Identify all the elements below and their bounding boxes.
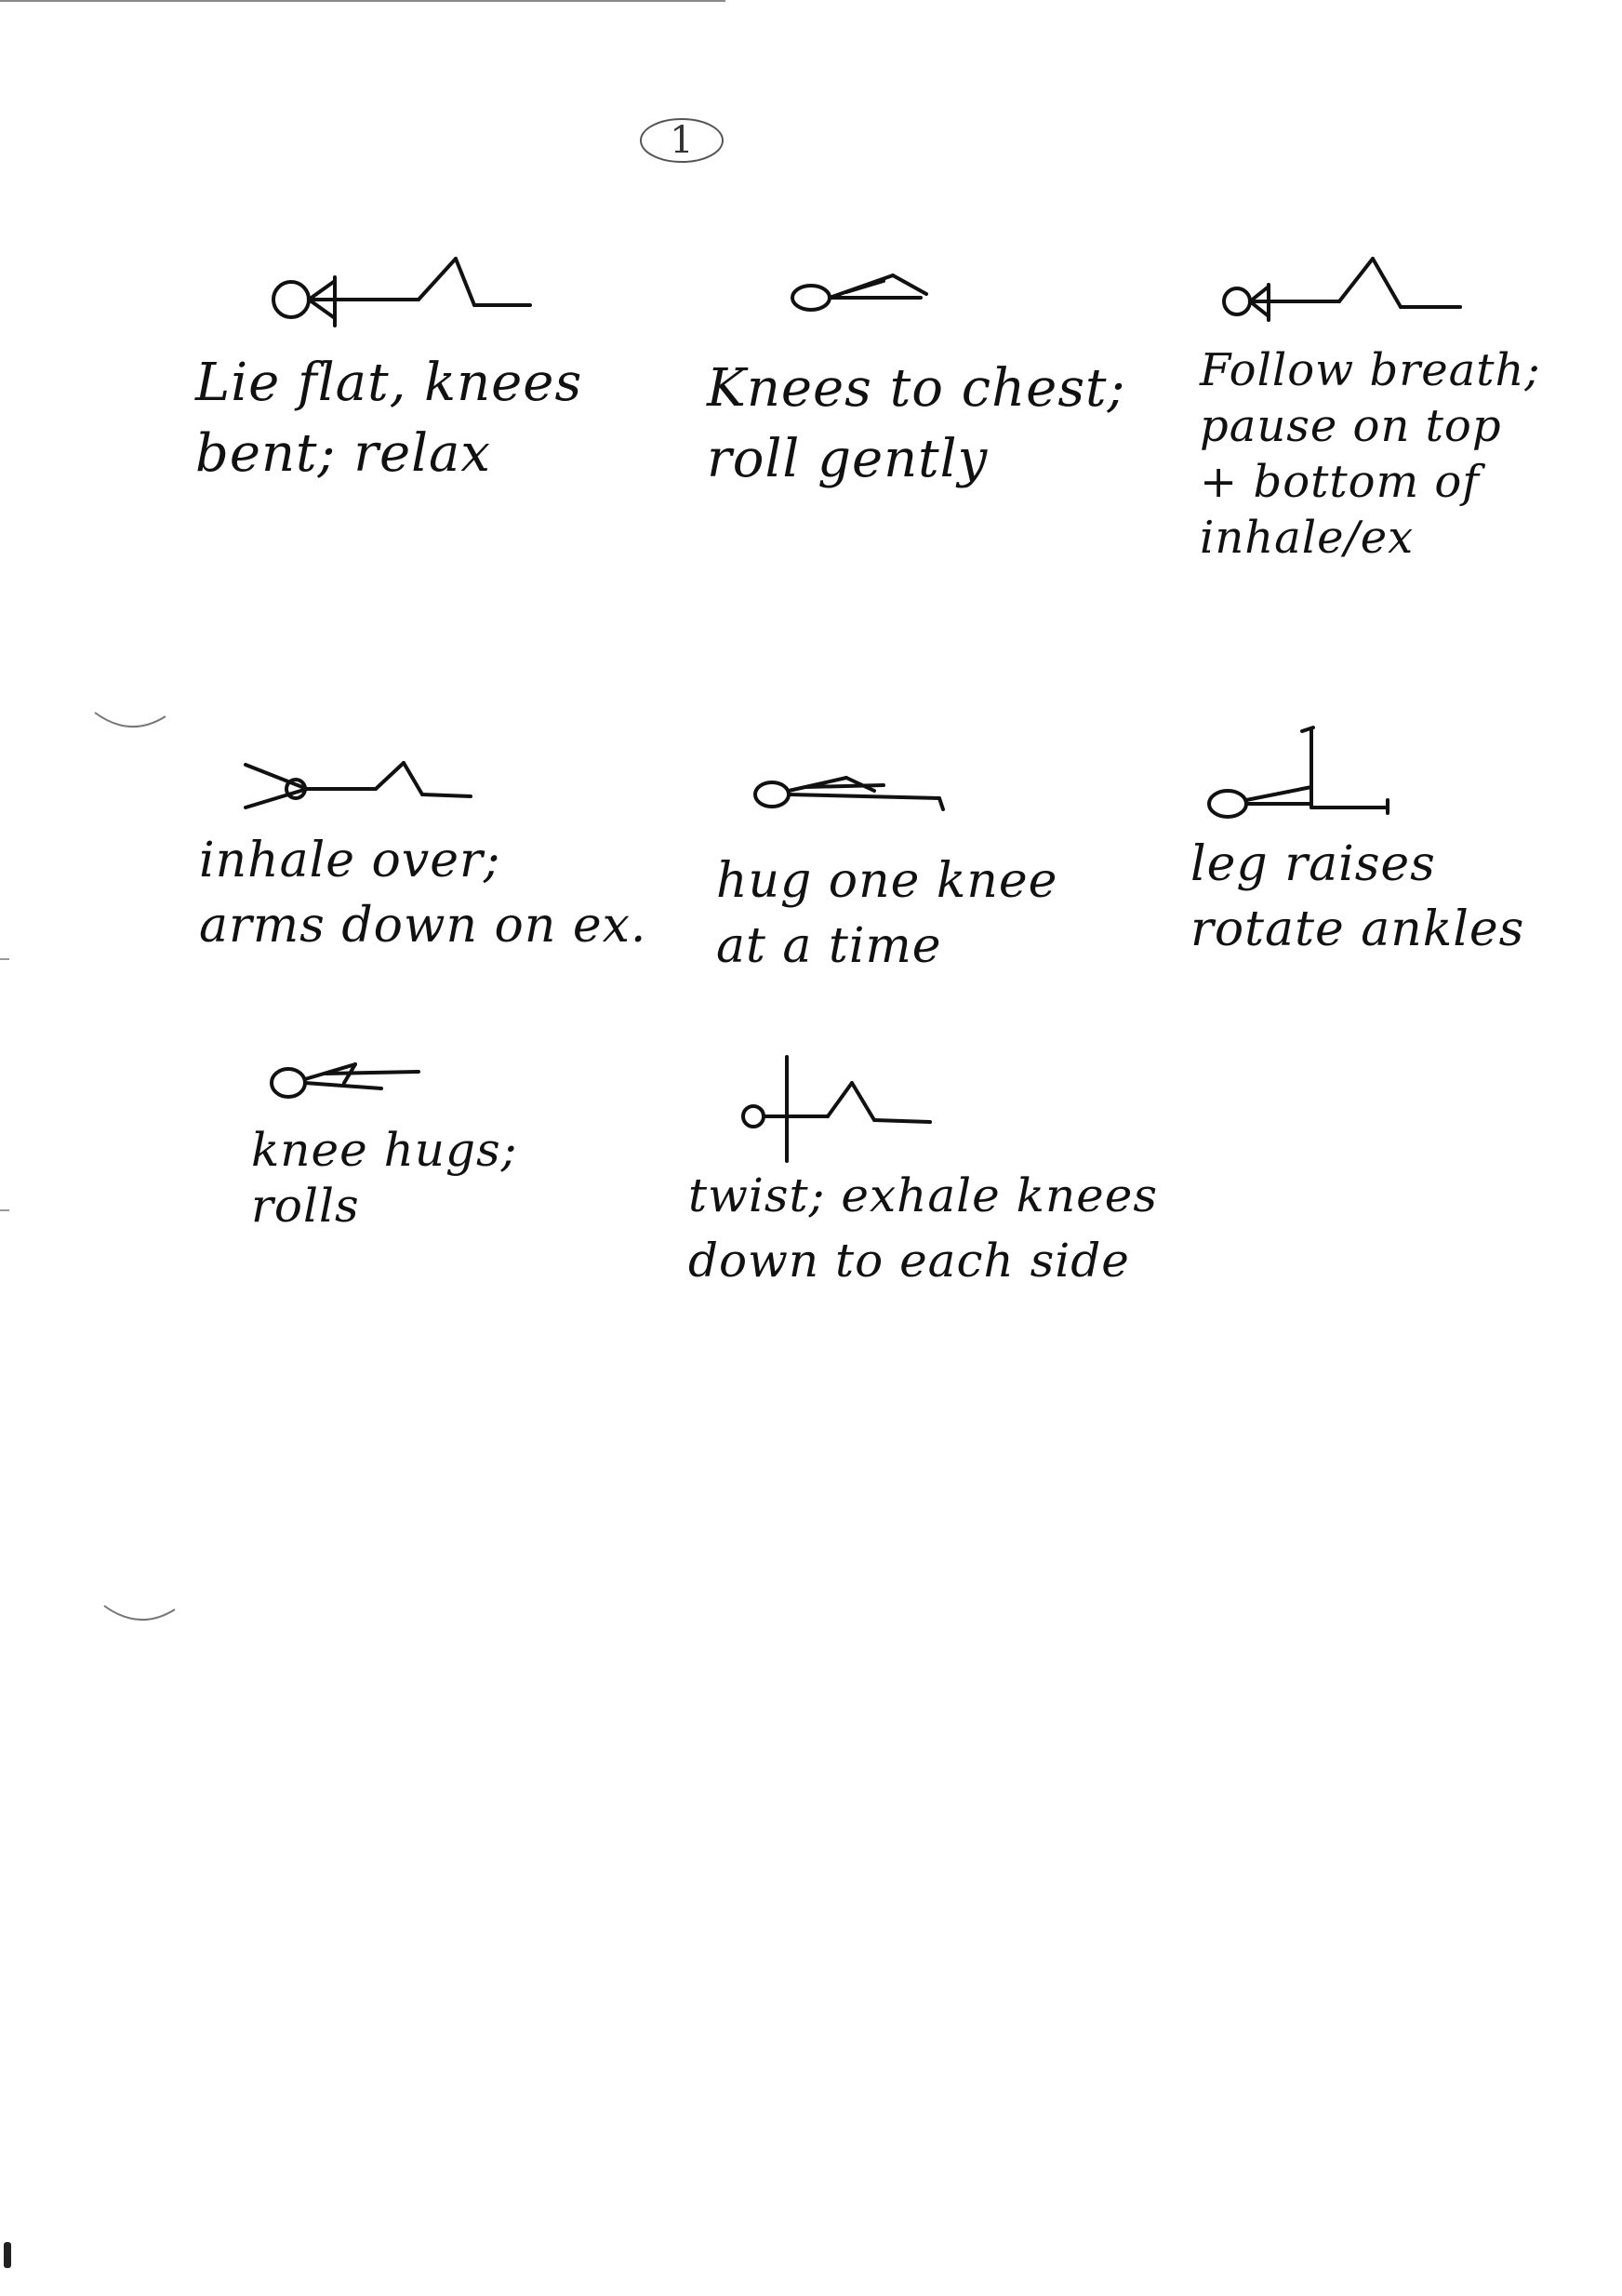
- page-number-label: 1: [670, 119, 694, 162]
- exercise-item: Lie flat, knees bent; relax: [195, 251, 582, 489]
- scan-edge-line: [0, 0, 725, 2]
- exercise-note: twist; exhale knees down to each side: [688, 1168, 1158, 1288]
- margin-ink-mark: [4, 2242, 11, 2268]
- exercise-note: knee hugs; rolls: [251, 1123, 518, 1233]
- exercise-note: leg raises rotate ankles: [1190, 836, 1525, 957]
- stick-figure-lying-knees-bent-icon: [1222, 257, 1462, 322]
- exercise-item: inhale over; arms down on ex.: [199, 752, 646, 958]
- exercise-note: Follow breath; pause on top + bottom of …: [1200, 344, 1541, 564]
- exercise-note: Knees to chest; roll gently: [707, 358, 1126, 489]
- page-number: 1: [638, 115, 725, 166]
- stick-figure-twist-arms-out-icon: [741, 1055, 932, 1163]
- stick-figure-hug-one-knee-icon: [753, 776, 945, 811]
- exercise-item: Knees to chest; roll gently: [707, 266, 1125, 495]
- stick-figure-arms-overhead-knees-bent-icon: [244, 761, 472, 809]
- punch-hole-icon: [103, 1605, 176, 1621]
- punch-hole-icon: [94, 712, 166, 728]
- exercise-item: hug one knee at a time: [716, 763, 1057, 979]
- exercise-note: hug one knee at a time: [716, 853, 1058, 974]
- exercise-note: Lie flat, knees bent; relax: [195, 353, 583, 484]
- page-number-oval-icon: [640, 118, 724, 163]
- exercise-item: Follow breath; pause on top + bottom of …: [1200, 251, 1541, 566]
- exercise-item: leg raises rotate ankles: [1190, 722, 1524, 962]
- edge-tick-mark: [0, 1209, 9, 1211]
- exercise-item: twist; exhale knees down to each side: [688, 1051, 1158, 1293]
- stick-figure-knees-to-chest-icon: [791, 274, 928, 312]
- stick-figure-lying-knees-bent-icon: [272, 257, 532, 327]
- stick-figure-leg-raise-icon: [1207, 726, 1389, 819]
- exercise-note: inhale over; arms down on ex.: [199, 833, 647, 954]
- stick-figure-knee-hug-icon: [270, 1062, 420, 1099]
- exercise-item: knee hugs; rolls: [251, 1051, 518, 1234]
- edge-tick-mark: [0, 958, 9, 960]
